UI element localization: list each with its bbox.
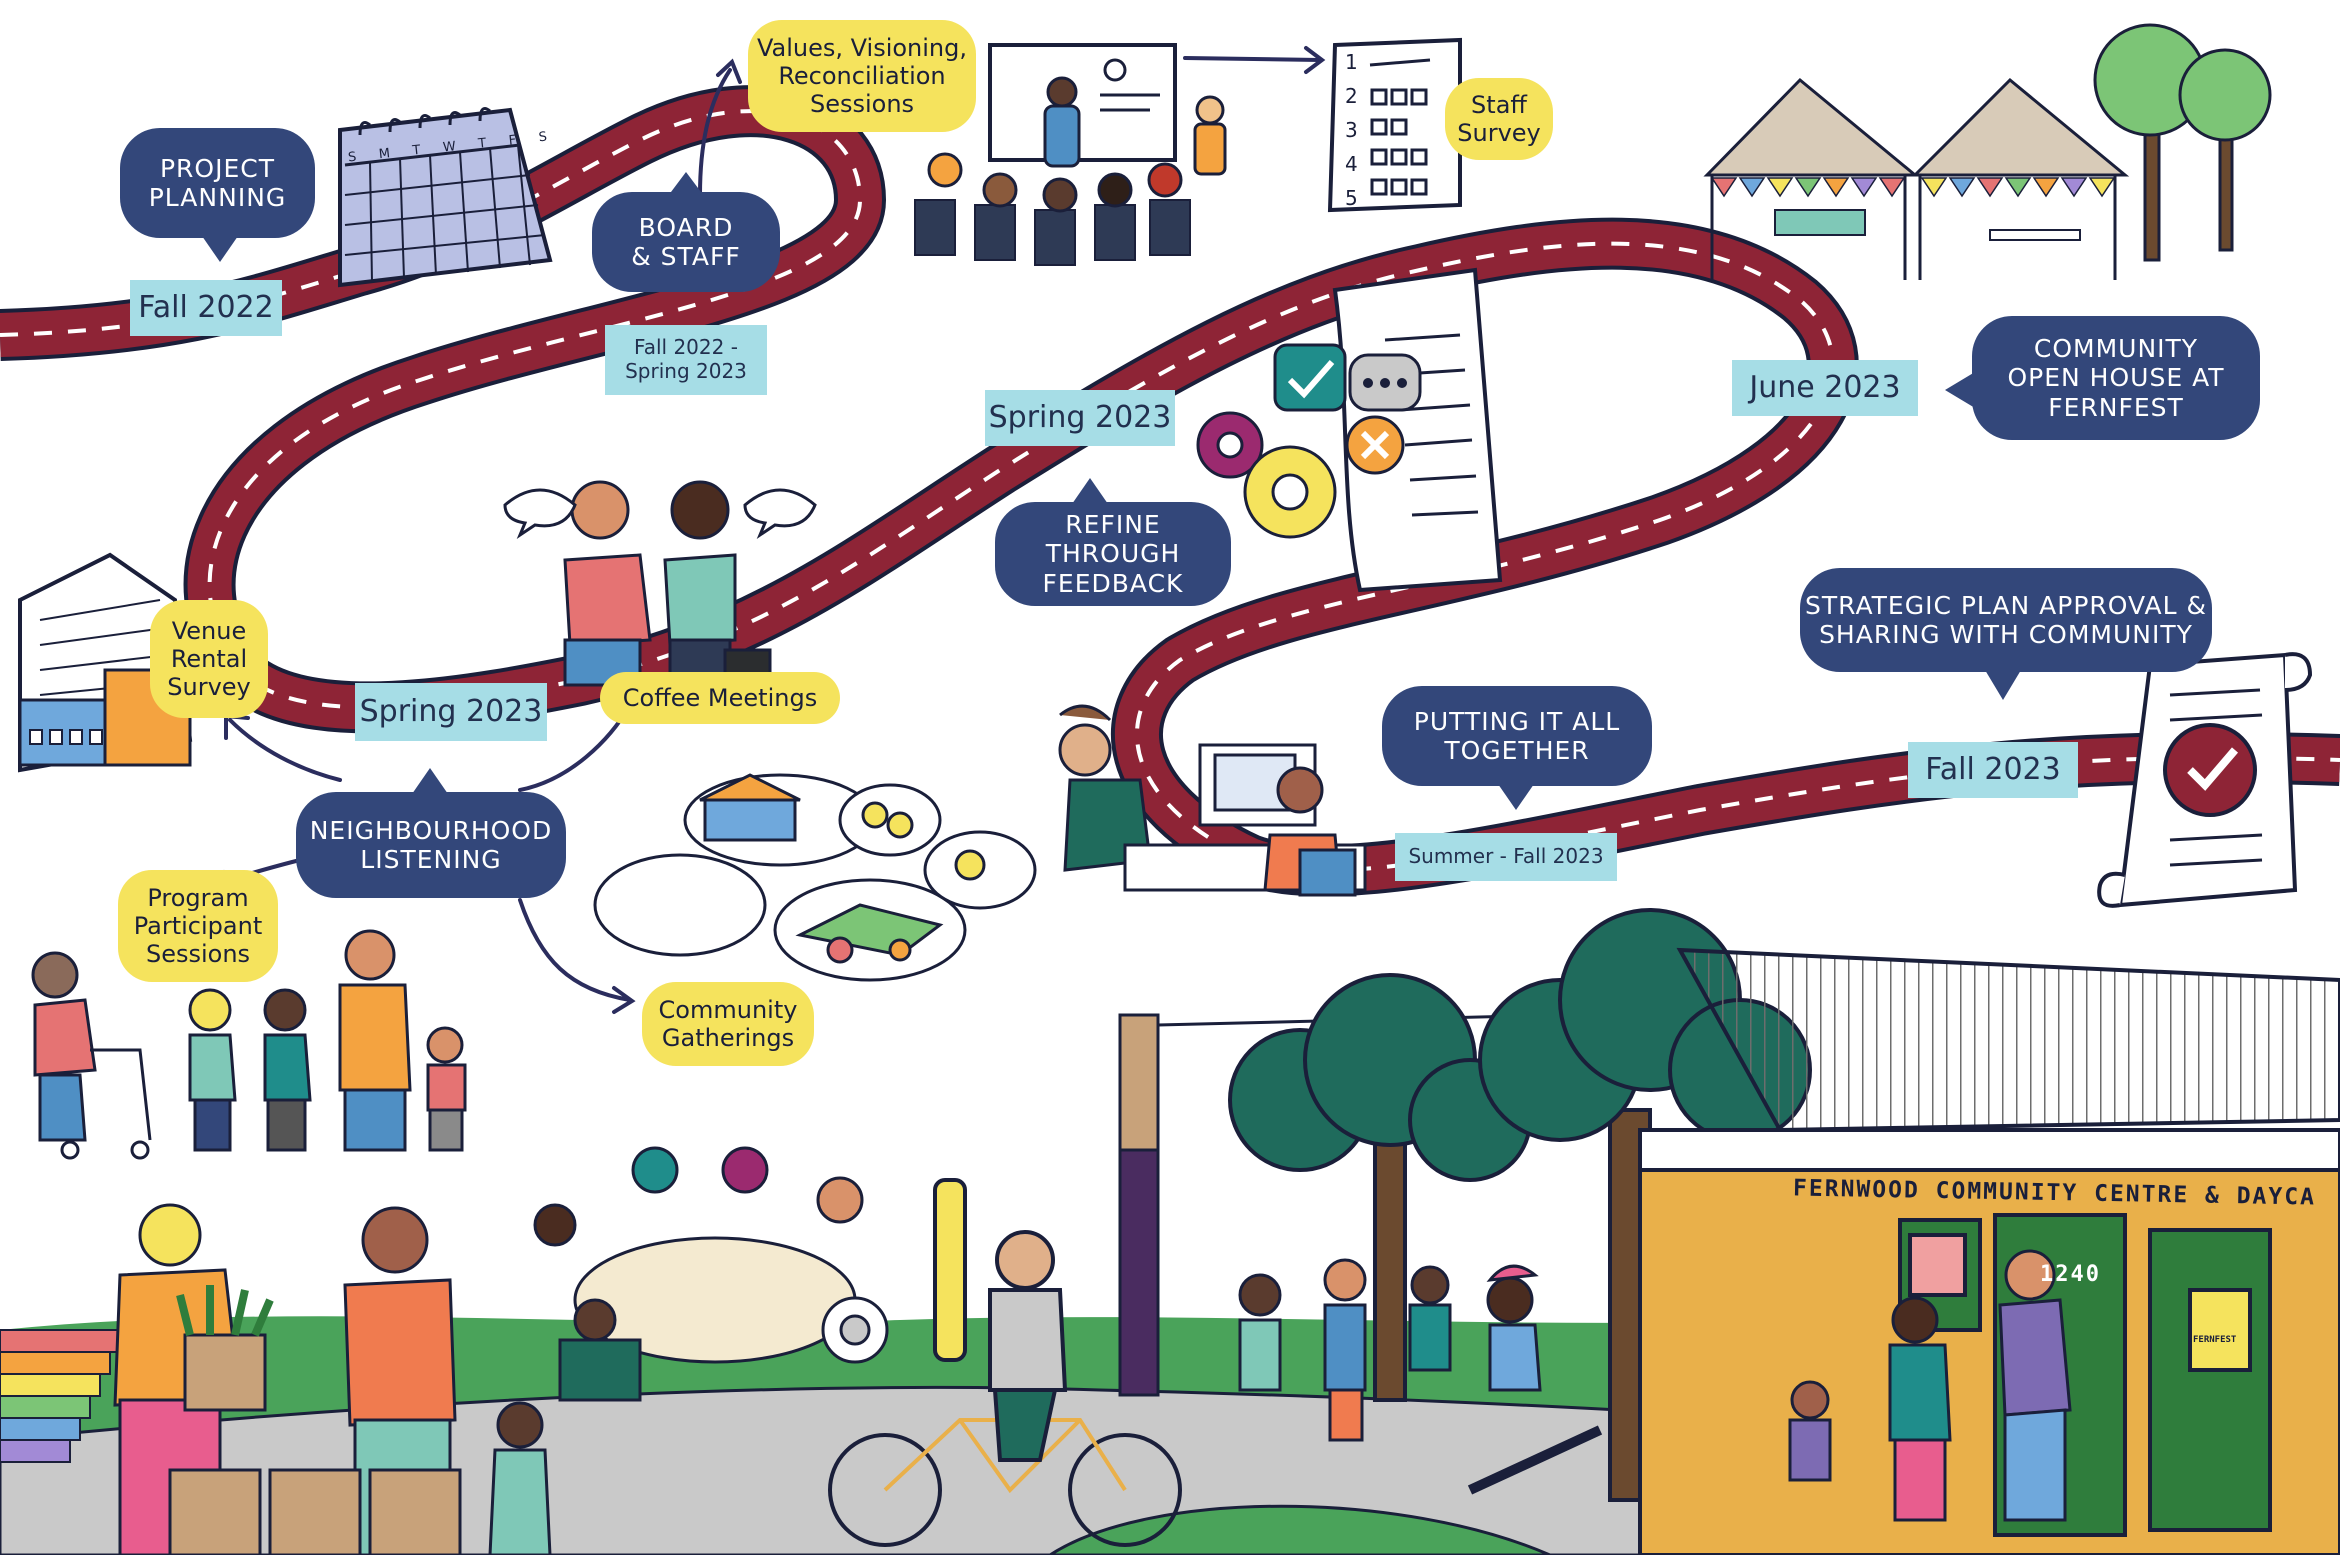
- label-venue-rental: Venue Rental Survey: [150, 600, 268, 718]
- food-sharing-scene: [113, 1203, 552, 1555]
- calendar-icon: [338, 107, 553, 288]
- survey-number: 2: [1345, 84, 1358, 108]
- label-neighbourhood-listening: NEIGHBOURHOOD LISTENING: [296, 792, 566, 898]
- bubble-tail: [668, 172, 704, 196]
- community-gathering-bubbles: [593, 773, 1037, 982]
- calendar-day-letter: S: [347, 149, 358, 166]
- survey-numbers: 1 2 3 4 5: [1345, 50, 1369, 210]
- bubble-tail: [1072, 478, 1108, 504]
- arrow-to-venue: [228, 718, 342, 782]
- families-group: [31, 929, 467, 1160]
- label-putting-together: PUTTING IT ALL TOGETHER: [1382, 686, 1652, 786]
- community-centre-building: [1638, 947, 2340, 1555]
- label-fall2022-spring2023: Fall 2022 - Spring 2023: [605, 325, 767, 395]
- calendar-day-letter: T: [477, 136, 487, 152]
- coffee-meeting-people: [503, 480, 817, 687]
- label-spring-2023-bottom: Spring 2023: [355, 683, 547, 741]
- survey-number: 3: [1345, 118, 1358, 142]
- calendar-day-letter: F: [507, 132, 517, 149]
- bubble-tail: [202, 236, 238, 262]
- computer-workers: [1058, 704, 1367, 897]
- bubble-tail: [1945, 372, 1975, 408]
- rainbow-stairs: [0, 1329, 121, 1463]
- label-strategic-plan: STRATEGIC PLAN APPROVAL & SHARING WITH C…: [1800, 568, 2212, 672]
- label-coffee-meetings: Coffee Meetings: [600, 672, 840, 724]
- label-refine-feedback: REFINE THROUGH FEEDBACK: [995, 502, 1231, 606]
- label-summer-fall-2023: Summer - Fall 2023: [1395, 833, 1617, 881]
- survey-number: 4: [1345, 152, 1358, 176]
- label-program-participant: Program Participant Sessions: [118, 870, 278, 982]
- bubble-tail: [412, 768, 448, 794]
- label-june-2023: June 2023: [1732, 360, 1918, 416]
- survey-number: 1: [1345, 50, 1358, 74]
- arrow-sessions-to-survey: [1183, 56, 1322, 62]
- label-community-gatherings: Community Gatherings: [642, 982, 814, 1066]
- label-values-visioning: Values, Visioning, Reconciliation Sessio…: [748, 20, 976, 132]
- approval-scroll-icon: [2097, 652, 2313, 908]
- calendar-day-letter: W: [442, 139, 457, 156]
- calendar-day-letter: M: [378, 146, 391, 163]
- building-number: 1240: [2040, 1262, 2101, 1287]
- calendar-day-letter: T: [411, 142, 422, 159]
- building-visitors: [1788, 1249, 2072, 1522]
- survey-sheet-icon: [1327, 37, 1462, 213]
- label-community-open-house: COMMUNITY OPEN HOUSE AT FERNFEST: [1972, 316, 2260, 440]
- label-project-planning: PROJECT PLANNING: [120, 128, 315, 238]
- presentation-scene: [914, 43, 1227, 266]
- label-fall-2023: Fall 2023: [1908, 742, 2078, 798]
- fernfest-poster-text: FERNFEST: [2193, 1335, 2237, 1345]
- skateboard-kids: [1238, 1258, 1603, 1495]
- bubble-tail: [1985, 670, 2021, 700]
- survey-number: 5: [1345, 186, 1358, 210]
- label-staff-survey: Staff Survey: [1445, 78, 1553, 160]
- feedback-document-icon: [1196, 267, 1503, 593]
- fernfest-tents: [1703, 23, 2272, 280]
- cyclist: [828, 1178, 1182, 1547]
- arrow-to-gatherings: [518, 898, 632, 1002]
- bubble-tail: [1498, 784, 1534, 810]
- label-spring-2023-top: Spring 2023: [985, 390, 1175, 446]
- label-board-staff: BOARD & STAFF: [592, 192, 780, 292]
- label-fall-2022: Fall 2022: [130, 280, 282, 336]
- picnic-table-scene: [533, 1146, 889, 1402]
